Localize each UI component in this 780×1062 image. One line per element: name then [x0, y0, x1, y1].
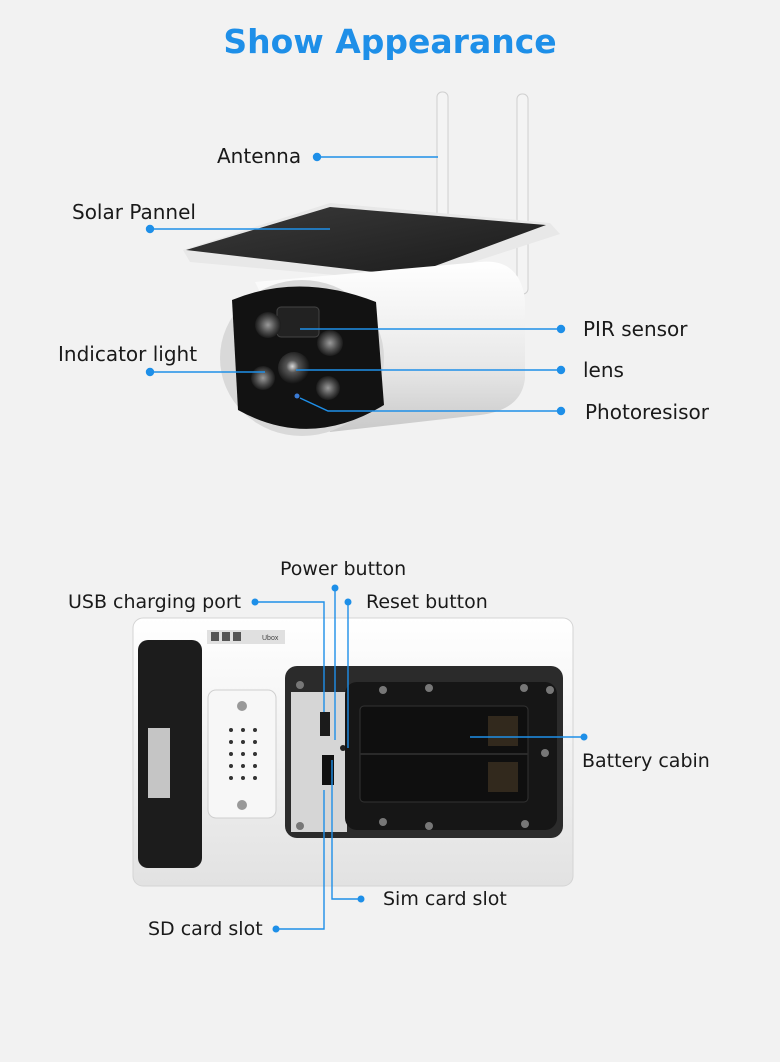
- back-camera: [132, 617, 574, 887]
- led-top-left: [255, 312, 281, 338]
- battery-cabin-label: Battery cabin: [582, 750, 710, 772]
- sim-slot-label: Sim card slot: [383, 888, 507, 910]
- front-camera: [183, 91, 560, 436]
- usb-port: [320, 712, 330, 736]
- photoresistor-label: Photoresisor: [585, 400, 709, 424]
- lens-label: lens: [583, 358, 624, 382]
- pir-window: [276, 306, 320, 338]
- lens: [278, 352, 310, 384]
- reset-hole: [340, 745, 346, 751]
- antenna-label: Antenna: [217, 144, 302, 168]
- reset-button-label: Reset button: [366, 591, 488, 613]
- pir-sensor-label: PIR sensor: [583, 317, 688, 341]
- led-top-right: [317, 330, 343, 356]
- page-title: Show Appearance: [223, 22, 557, 61]
- sd-slot-label: SD card slot: [148, 918, 263, 940]
- port-panel: [291, 692, 347, 832]
- photoresistor: [294, 393, 300, 399]
- solar-panel: [186, 207, 546, 276]
- indicator-light-label: Indicator light: [58, 342, 198, 366]
- solar-panel-label: Solar Pannel: [72, 200, 196, 224]
- label-sticker: [148, 728, 170, 798]
- sd-slot: [322, 755, 334, 785]
- led-bottom-left: [251, 366, 275, 390]
- brand-text: Ubox: [262, 635, 279, 642]
- antenna-right: [516, 93, 529, 295]
- led-bottom-right: [316, 376, 340, 400]
- power-button-label: Power button: [280, 558, 407, 580]
- usb-port-label: USB charging port: [68, 591, 242, 613]
